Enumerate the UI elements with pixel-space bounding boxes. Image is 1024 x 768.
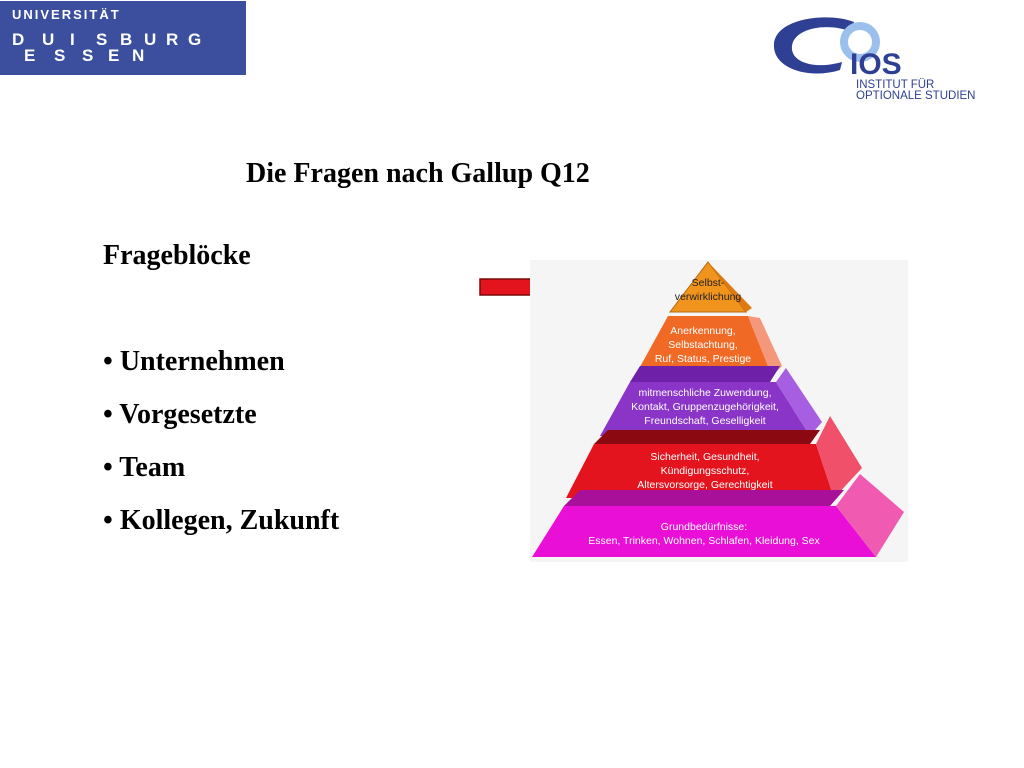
ios-swoosh-icon: IOS <box>773 17 902 81</box>
bullet-item: Vorgesetzte <box>103 399 339 452</box>
university-logo: UNIVERSITÄT D U I S B U R G E S S E N <box>0 1 246 75</box>
uni-letter: N <box>132 46 145 65</box>
uni-letter: S <box>82 46 94 65</box>
ios-logo-name: IOS <box>850 48 902 81</box>
bullet-item: Unternehmen <box>103 346 339 399</box>
pyramid-shapes <box>532 261 904 557</box>
pyramid-side-3 <box>776 368 822 436</box>
uni-letter: D <box>12 30 25 49</box>
ios-logo-line1: INSTITUT FÜR <box>856 79 935 91</box>
uni-logo-top-text: UNIVERSITÄT <box>12 7 121 22</box>
pyramid-top-4 <box>594 430 820 444</box>
ios-logo-line2: OPTIONALE STUDIEN <box>856 90 976 102</box>
pyramid-level-5 <box>532 506 876 557</box>
slide-title: Die Fragen nach Gallup Q12 <box>246 158 590 189</box>
pyramid-label-5: Grundbedürfnisse: Essen, Trinken, Wohnen… <box>588 521 820 547</box>
pyramid-side-2 <box>748 316 782 376</box>
bullet-item: Kollegen, Zukunft <box>103 505 339 558</box>
pyramid-label-1: Selbst- verwirklichung <box>674 277 742 303</box>
uni-letter: S <box>96 30 108 49</box>
uni-letter: E <box>108 46 120 65</box>
uni-letter: S <box>54 46 66 65</box>
bullet-item: Team <box>103 452 339 505</box>
ios-logo: IOS <box>768 14 998 114</box>
uni-letter: B <box>120 30 133 49</box>
pyramid-side-1 <box>708 262 752 312</box>
uni-letter: E <box>24 46 36 65</box>
uni-letter: U <box>42 30 55 49</box>
slide-subtitle: Frageblöcke <box>103 240 251 271</box>
pyramid-level-2 <box>635 316 772 376</box>
pyramid-side-5 <box>836 474 904 557</box>
uni-letter: U <box>144 30 157 49</box>
pyramid-label-3: mitmenschliche Zuwendung, Kontakt, Grupp… <box>631 387 779 427</box>
pyramid-top-5 <box>564 490 844 506</box>
ios-logo-caption: INSTITUT FÜR OPTIONALE STUDIEN <box>856 79 976 102</box>
pyramid-side-4 <box>816 416 862 498</box>
bullet-list: Unternehmen Vorgesetzte Team Kollegen, Z… <box>103 346 339 558</box>
pyramid-label-4: Sicherheit, Gesundheit, Kündigungsschutz… <box>637 451 773 491</box>
uni-letter: I <box>70 30 75 49</box>
uni-letter: R <box>166 30 179 49</box>
pyramid-level-4 <box>566 444 834 498</box>
pyramid-label-2: Anerkennung, Selbstachtung, Ruf, Status,… <box>654 325 752 365</box>
pyramid-top-3 <box>630 366 780 382</box>
uni-letter: G <box>188 30 202 49</box>
maslow-pyramid: Selbst- verwirklichung Anerkennung, Selb… <box>530 260 908 562</box>
pyramid-level-3 <box>600 382 810 436</box>
